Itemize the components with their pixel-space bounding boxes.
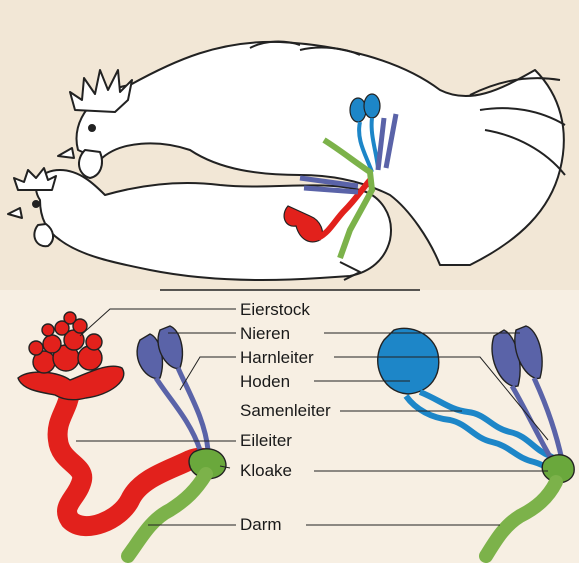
label-eileiter: Eileiter — [240, 431, 292, 450]
label-nieren: Nieren — [240, 324, 290, 343]
label-samenleiter: Samenleiter — [240, 401, 331, 420]
rooster-wattle — [79, 150, 102, 178]
testis — [378, 328, 439, 394]
hen-wattle — [34, 224, 53, 246]
label-harnleiter: Harnleiter — [240, 348, 314, 367]
label-hoden: Hoden — [240, 372, 290, 391]
label-kloake: Kloake — [240, 461, 292, 480]
label-eierstock: Eierstock — [240, 300, 310, 319]
label-darm: Darm — [240, 515, 282, 534]
